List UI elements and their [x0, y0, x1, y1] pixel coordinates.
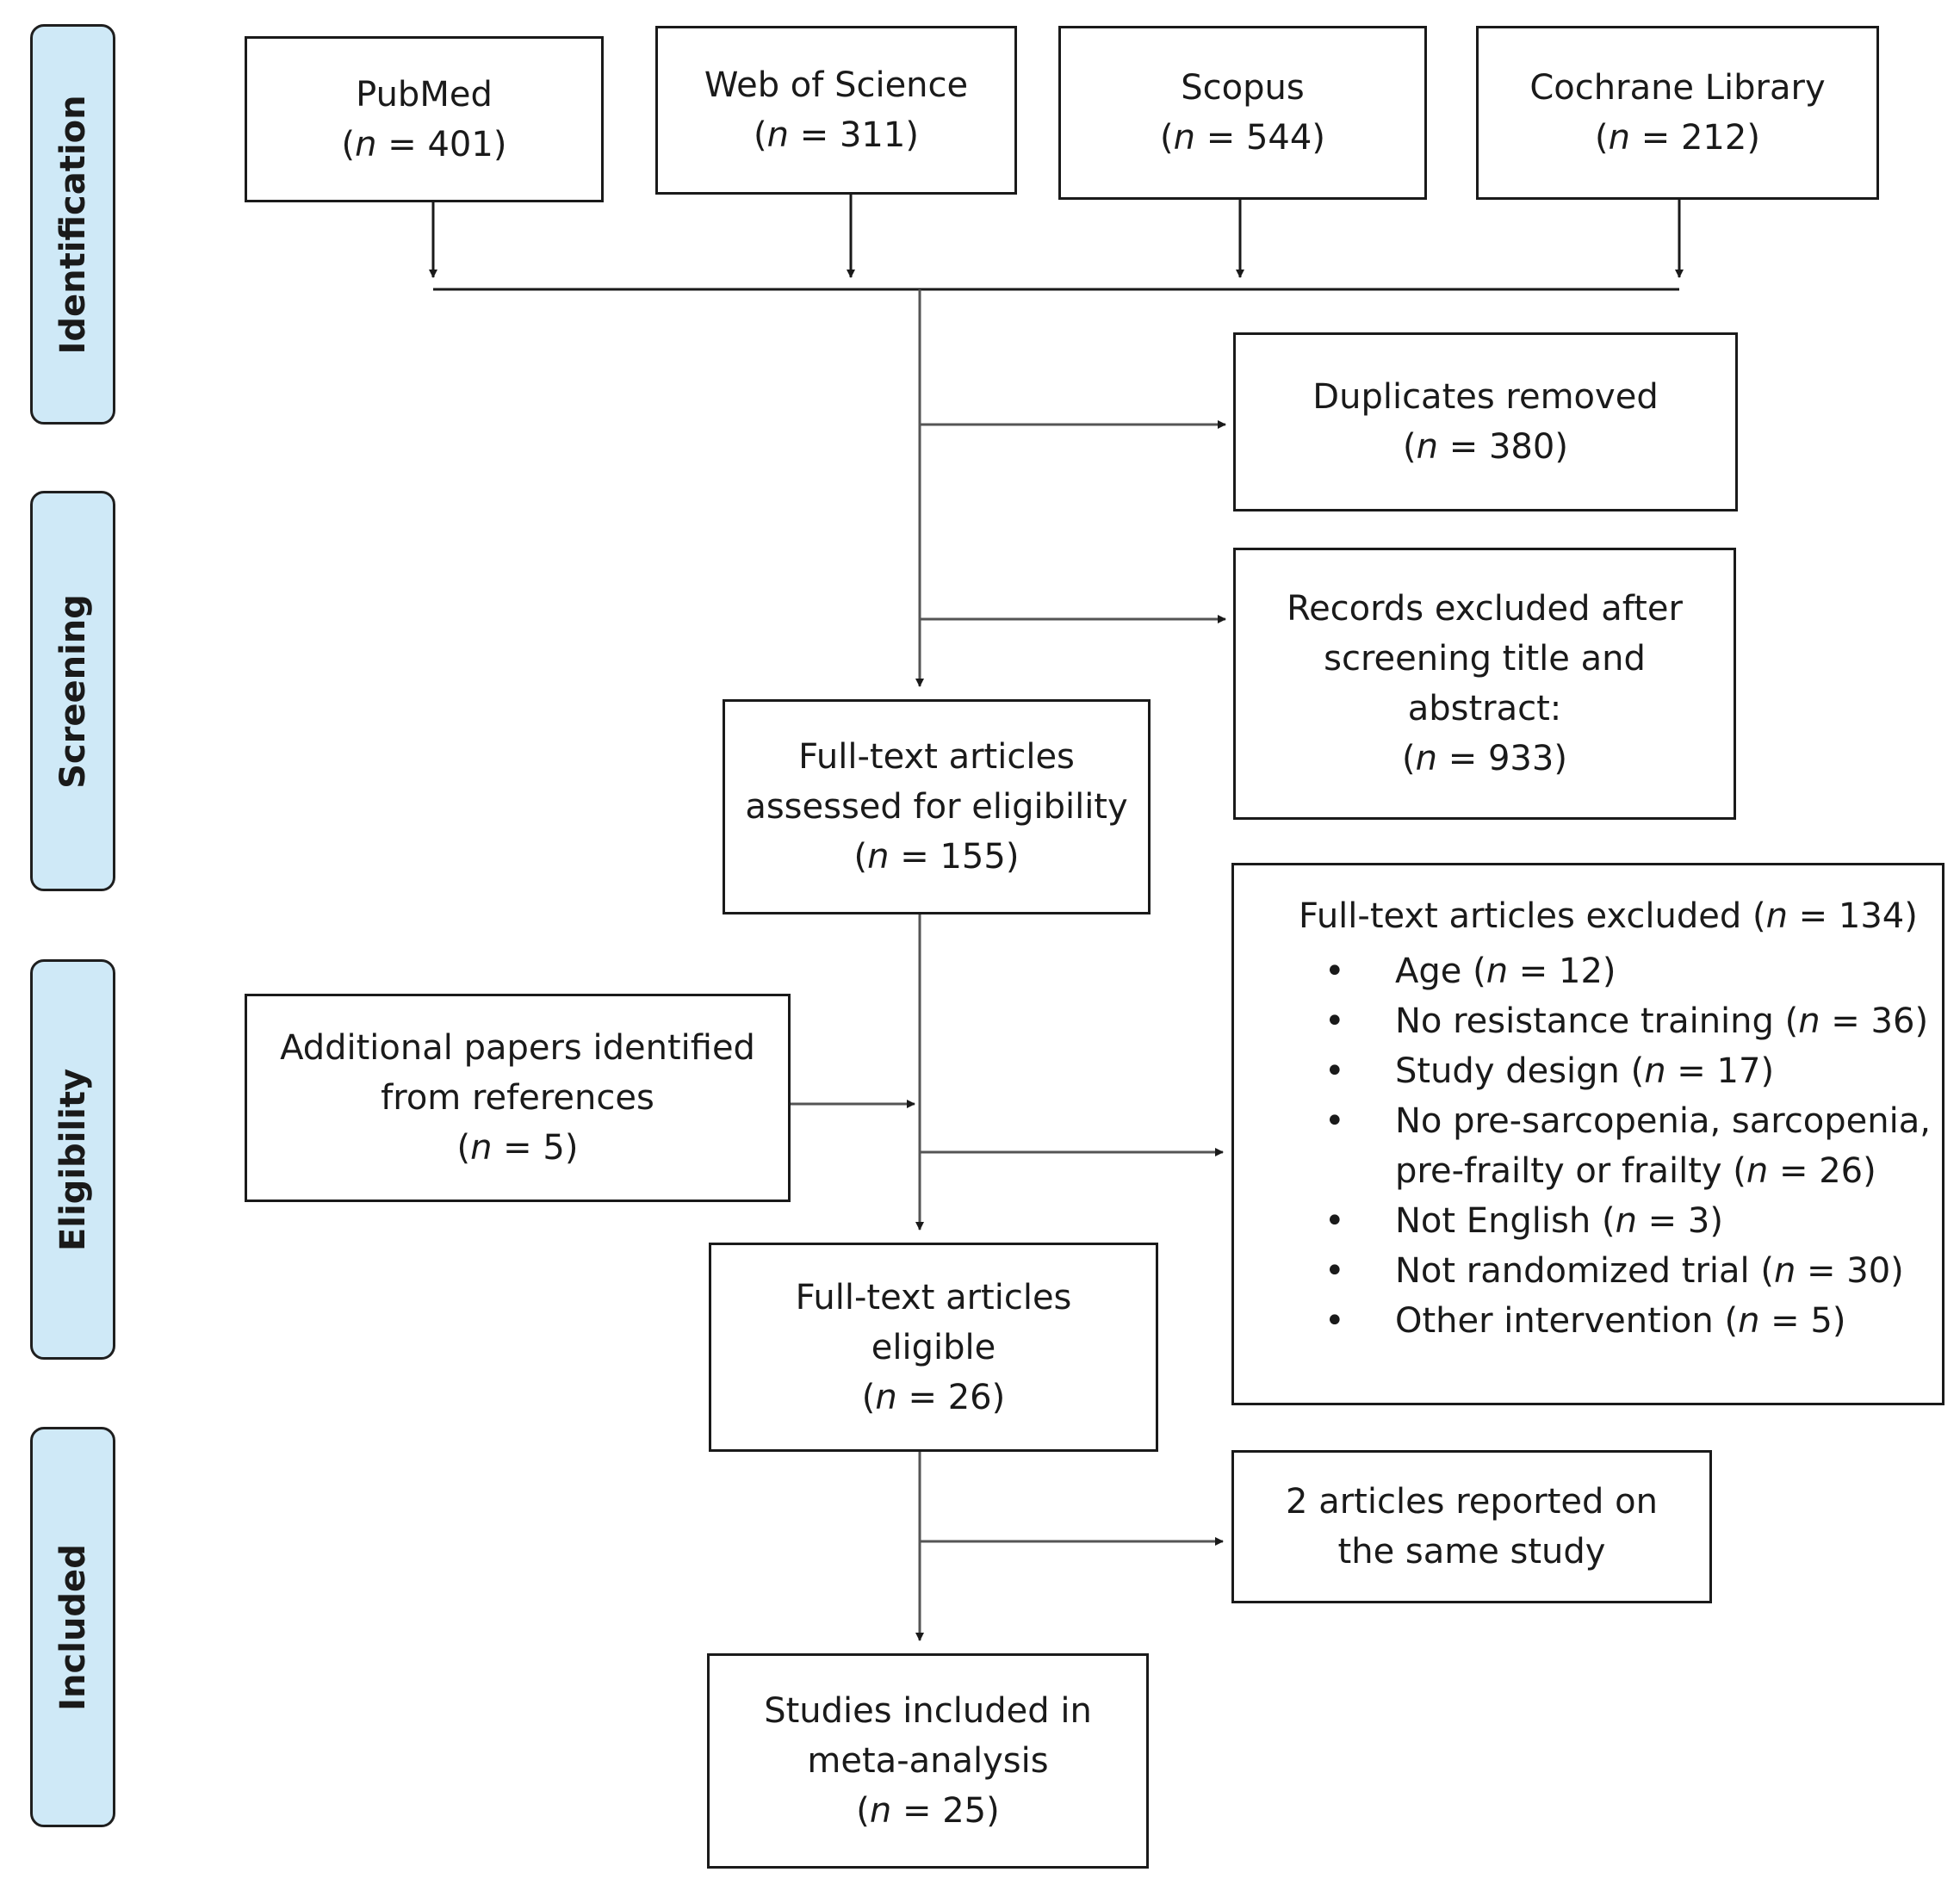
box-count: (n = 26): [861, 1377, 1006, 1417]
list-item: •Age (n = 12): [1299, 946, 1942, 996]
box-count: (n = 5): [456, 1128, 579, 1168]
same-study-box: 2 articles reported on the same study: [1231, 1450, 1712, 1603]
box-label: abstract:: [1407, 689, 1562, 728]
box-label: Records excluded after: [1287, 589, 1683, 629]
excluded-title: Full-text articles excluded (n = 134): [1299, 896, 1918, 936]
included-box: Studies included in meta-analysis (n = 2…: [707, 1653, 1149, 1869]
exclusion-reasons-list: •Age (n = 12) •No resistance training (n…: [1299, 946, 1942, 1346]
box-label: Full-text articles: [798, 737, 1075, 777]
box-label: Duplicates removed: [1312, 377, 1659, 417]
box-count: (n = 380): [1403, 427, 1568, 467]
source-scopus: Scopus (n = 544): [1058, 26, 1427, 200]
box-label: meta-analysis: [807, 1741, 1049, 1781]
phase-label: Identification: [53, 94, 93, 355]
eligible-box: Full-text articles eligible (n = 26): [709, 1243, 1158, 1452]
source-cochrane-library: Cochrane Library (n = 212): [1476, 26, 1879, 200]
source-count: (n = 212): [1595, 118, 1760, 158]
list-item: •No pre-sarcopenia, sarcopenia,pre-frail…: [1299, 1096, 1942, 1196]
source-count: (n = 401): [341, 124, 507, 164]
list-item: •Not English (n = 3): [1299, 1196, 1942, 1246]
records-excluded-box: Records excluded after screening title a…: [1233, 548, 1736, 820]
box-count: (n = 933): [1402, 739, 1567, 778]
phase-identification: Identification: [30, 24, 115, 425]
fulltext-excluded-box: Full-text articles excluded (n = 134) •A…: [1231, 863, 1944, 1405]
source-name: Scopus: [1181, 68, 1305, 108]
duplicates-removed-box: Duplicates removed (n = 380): [1233, 332, 1738, 511]
box-label: Full-text articles: [795, 1277, 1072, 1317]
list-item: •Study design (n = 17): [1299, 1046, 1942, 1096]
source-count: (n = 311): [754, 115, 919, 155]
source-web-of-science: Web of Science (n = 311): [655, 26, 1017, 195]
box-label: 2 articles reported on: [1286, 1482, 1658, 1522]
source-pubmed: PubMed (n = 401): [245, 36, 604, 202]
source-name: Cochrane Library: [1529, 68, 1826, 108]
box-label: from references: [381, 1078, 654, 1118]
bullet-icon: •: [1324, 952, 1345, 991]
list-item: •No resistance training (n = 36): [1299, 996, 1942, 1046]
phase-label: Eligibility: [53, 1068, 93, 1251]
phase-screening: Screening: [30, 491, 115, 891]
assessed-box: Full-text articles assessed for eligibil…: [723, 699, 1151, 914]
bullet-icon: •: [1324, 1001, 1345, 1041]
box-label: eligible: [871, 1327, 996, 1367]
bullet-icon: •: [1324, 1101, 1345, 1141]
list-item: •Other intervention (n = 5): [1299, 1296, 1942, 1346]
bullet-icon: •: [1324, 1251, 1345, 1291]
phase-label: Screening: [53, 593, 93, 789]
additional-papers-box: Additional papers identified from refere…: [245, 994, 791, 1202]
phase-label: Included: [53, 1543, 93, 1711]
box-label: Additional papers identified: [280, 1028, 755, 1068]
phase-included: Included: [30, 1427, 115, 1827]
bullet-icon: •: [1324, 1051, 1345, 1091]
list-item: •Not randomized trial (n = 30): [1299, 1246, 1942, 1296]
box-label: screening title and: [1324, 639, 1646, 679]
bullet-icon: •: [1324, 1201, 1345, 1241]
box-label: the same study: [1337, 1532, 1606, 1572]
source-count: (n = 544): [1160, 118, 1325, 158]
bullet-icon: •: [1324, 1301, 1345, 1341]
box-label: assessed for eligibility: [745, 787, 1128, 827]
box-count: (n = 155): [853, 837, 1020, 877]
source-name: Web of Science: [704, 65, 969, 105]
phase-eligibility: Eligibility: [30, 959, 115, 1360]
source-name: PubMed: [356, 74, 493, 115]
box-count: (n = 25): [856, 1791, 1000, 1831]
box-label: Studies included in: [764, 1691, 1092, 1731]
